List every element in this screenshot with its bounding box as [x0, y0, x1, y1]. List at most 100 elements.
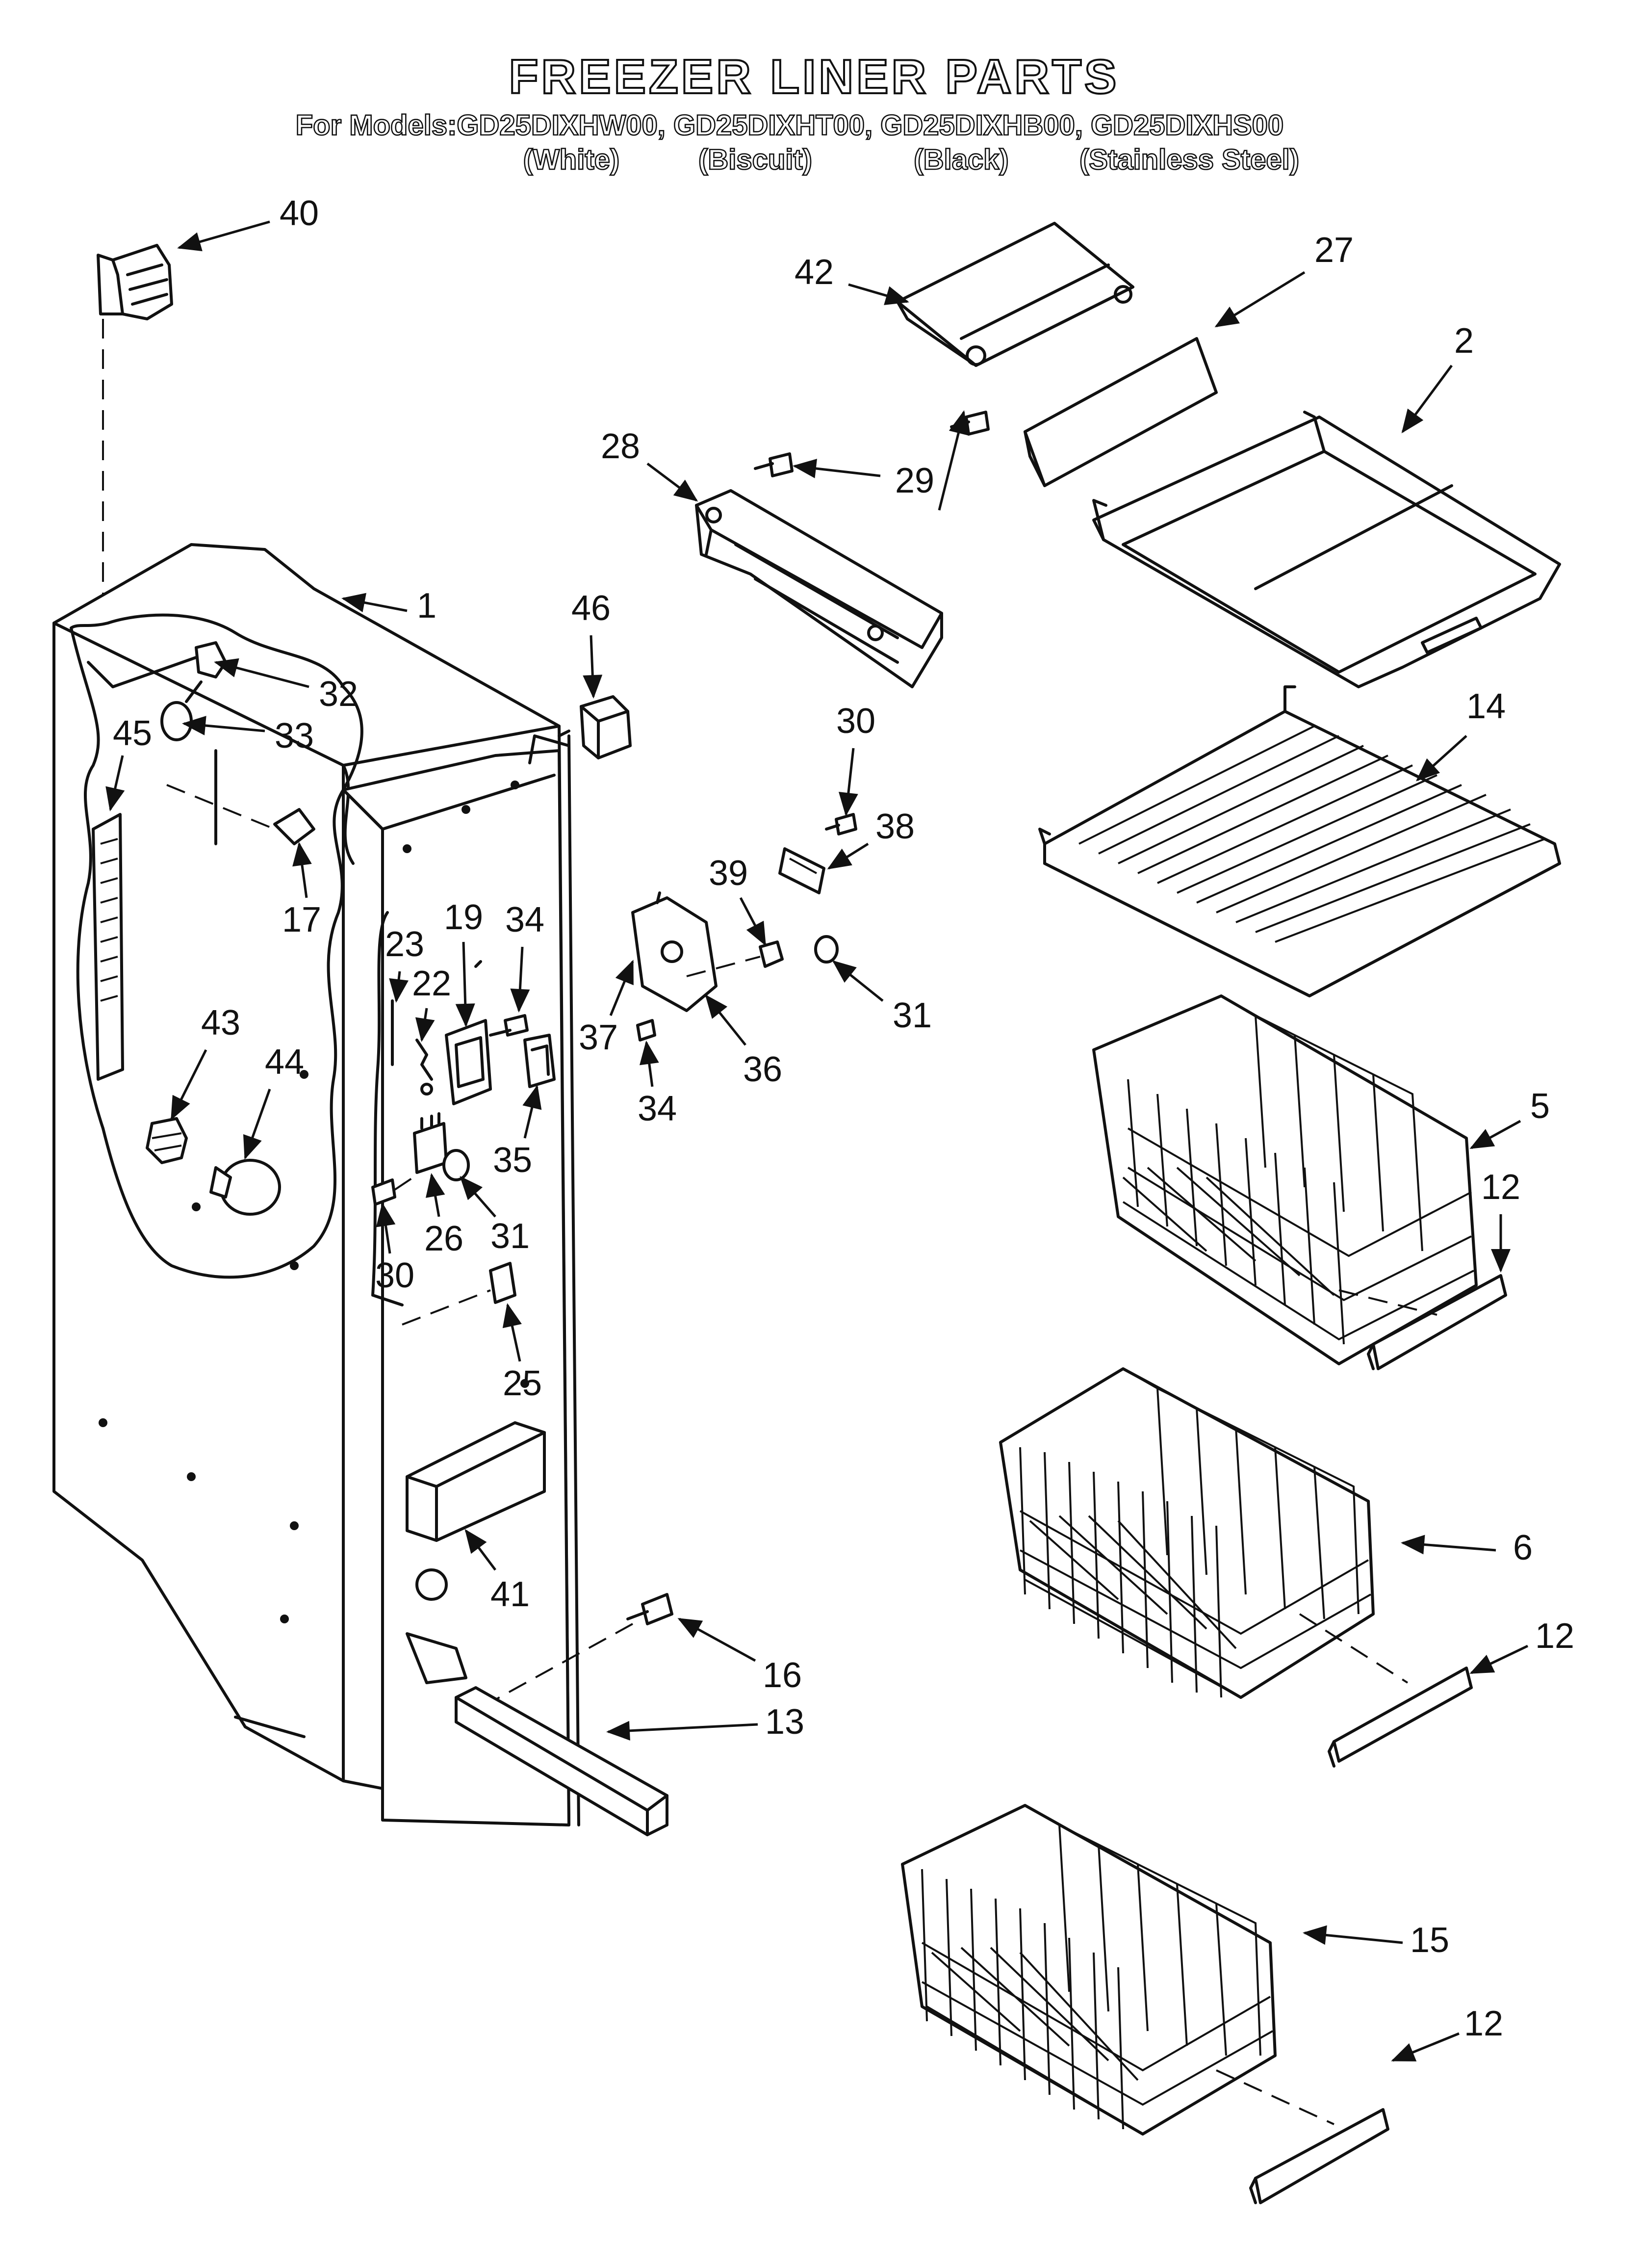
- part-40-clip: [97, 244, 173, 320]
- part-31-button-upper: [814, 935, 839, 964]
- leader-12-lower: [1391, 2032, 1460, 2062]
- callout-35: 35: [493, 1141, 532, 1180]
- part-44-lamp-bulb: [209, 1159, 281, 1216]
- part-46-clip: [580, 695, 632, 759]
- part-30-screw-upper: [825, 813, 857, 835]
- leader-42: [848, 283, 909, 305]
- leader-39: [739, 897, 767, 946]
- part-5-basket: [1092, 994, 1478, 1365]
- leader-33: [182, 716, 265, 735]
- callout-15: 15: [1410, 1921, 1449, 1960]
- leader-46: [583, 635, 603, 699]
- part-34-screw-left: [489, 1014, 529, 1037]
- page-title: FREEZER LINER PARTS: [509, 50, 1120, 104]
- leader-30-lower: [376, 1202, 396, 1254]
- leader-5: [1469, 1120, 1521, 1149]
- callout-34-right: 34: [638, 1089, 677, 1128]
- leader-27: [1214, 271, 1306, 328]
- leader-17: [292, 842, 312, 898]
- callout-2: 2: [1454, 321, 1474, 361]
- leader-32: [214, 658, 309, 688]
- callout-39: 39: [709, 854, 748, 893]
- callout-31-lower: 31: [490, 1217, 530, 1256]
- leader-40: [177, 220, 270, 252]
- leader-45: [105, 755, 125, 811]
- part-25-switch: [402, 1262, 516, 1326]
- callout-34-left: 34: [505, 900, 544, 939]
- variant-stainless-steel: (Stainless Steel): [1079, 144, 1299, 176]
- part-42-shelf-hinge: [896, 222, 1134, 367]
- callout-43: 43: [201, 1003, 240, 1043]
- part-2-shelf: [1092, 411, 1561, 688]
- callout-13: 13: [765, 1702, 804, 1742]
- part-27-cover-panel: [1024, 337, 1218, 487]
- leader-37: [609, 960, 634, 1016]
- callout-40: 40: [280, 194, 319, 233]
- leader-31-lower: [460, 1175, 496, 1218]
- part-12-trim-middle: [1299, 1613, 1473, 1768]
- callout-30-upper: 30: [836, 702, 875, 741]
- page-header: FREEZER LINER PARTS For Models:GD25DIXHW…: [295, 49, 1300, 176]
- callout-25: 25: [503, 1364, 542, 1403]
- leader-19: [455, 941, 475, 1027]
- part-15-basket: [901, 1804, 1277, 2136]
- leader-22: [415, 1008, 435, 1042]
- callout-19: 19: [444, 898, 483, 937]
- part-13-rail: [455, 1686, 668, 1836]
- callout-33: 33: [275, 716, 314, 756]
- leader-29-a: [793, 459, 881, 478]
- leader-2: [1401, 365, 1453, 434]
- callout-27: 27: [1314, 231, 1354, 270]
- callout-12-middle: 12: [1535, 1616, 1574, 1656]
- part-22-spring: [415, 1039, 433, 1095]
- callout-5: 5: [1530, 1087, 1550, 1126]
- leader-34-right: [639, 1041, 659, 1087]
- callout-12-upper: 12: [1481, 1168, 1520, 1207]
- callout-17: 17: [282, 900, 321, 939]
- callout-41: 41: [490, 1575, 530, 1614]
- part-28-bracket: [695, 489, 943, 688]
- callout-22: 22: [412, 964, 451, 1003]
- callout-42: 42: [795, 253, 834, 292]
- leader-12-middle: [1469, 1644, 1529, 1674]
- callout-12-lower: 12: [1464, 2004, 1503, 2043]
- callout-38: 38: [875, 807, 915, 846]
- variant-white: (White): [523, 144, 620, 176]
- part-36-control-housing: [631, 891, 718, 1012]
- part-41-duct: [406, 1421, 546, 1542]
- part-12-trim-lower: [1216, 2069, 1389, 2204]
- leader-44: [243, 1089, 271, 1160]
- callout-28: 28: [601, 427, 640, 466]
- part-17-light-shield: [166, 749, 315, 845]
- part-39-knob: [686, 940, 784, 977]
- leader-26: [425, 1173, 445, 1217]
- leader-1: [341, 593, 408, 612]
- callout-36: 36: [743, 1050, 782, 1089]
- leader-6: [1401, 1535, 1496, 1555]
- part-29-screw-right: [950, 411, 990, 436]
- callout-29: 29: [895, 461, 934, 500]
- callout-31-upper: 31: [893, 996, 932, 1035]
- variant-black: (Black): [914, 144, 1008, 176]
- callout-45: 45: [113, 714, 152, 753]
- leader-28: [646, 463, 698, 502]
- part-14-wire-shelf: [1038, 685, 1561, 997]
- callout-23: 23: [385, 925, 424, 964]
- callouts: 40 1 32 33 45 17 43 44 23 22 19 34 35 31…: [105, 194, 1574, 2062]
- callout-46: 46: [571, 589, 611, 628]
- part-6-basket: [999, 1367, 1375, 1699]
- callout-16: 16: [763, 1656, 802, 1695]
- leader-16: [677, 1617, 756, 1662]
- part-31-button-lower: [442, 1149, 470, 1181]
- part-30-screw-lower: [371, 1174, 418, 1206]
- leader-38: [827, 842, 869, 870]
- leader-13: [606, 1721, 758, 1741]
- leader-34-left: [510, 946, 530, 1013]
- leader-30-upper: [838, 748, 858, 816]
- part-16-screw: [490, 1593, 673, 1703]
- callout-30-lower: 30: [375, 1256, 414, 1295]
- leader-35: [522, 1085, 542, 1139]
- leader-23: [389, 971, 409, 1003]
- callout-6: 6: [1513, 1528, 1533, 1567]
